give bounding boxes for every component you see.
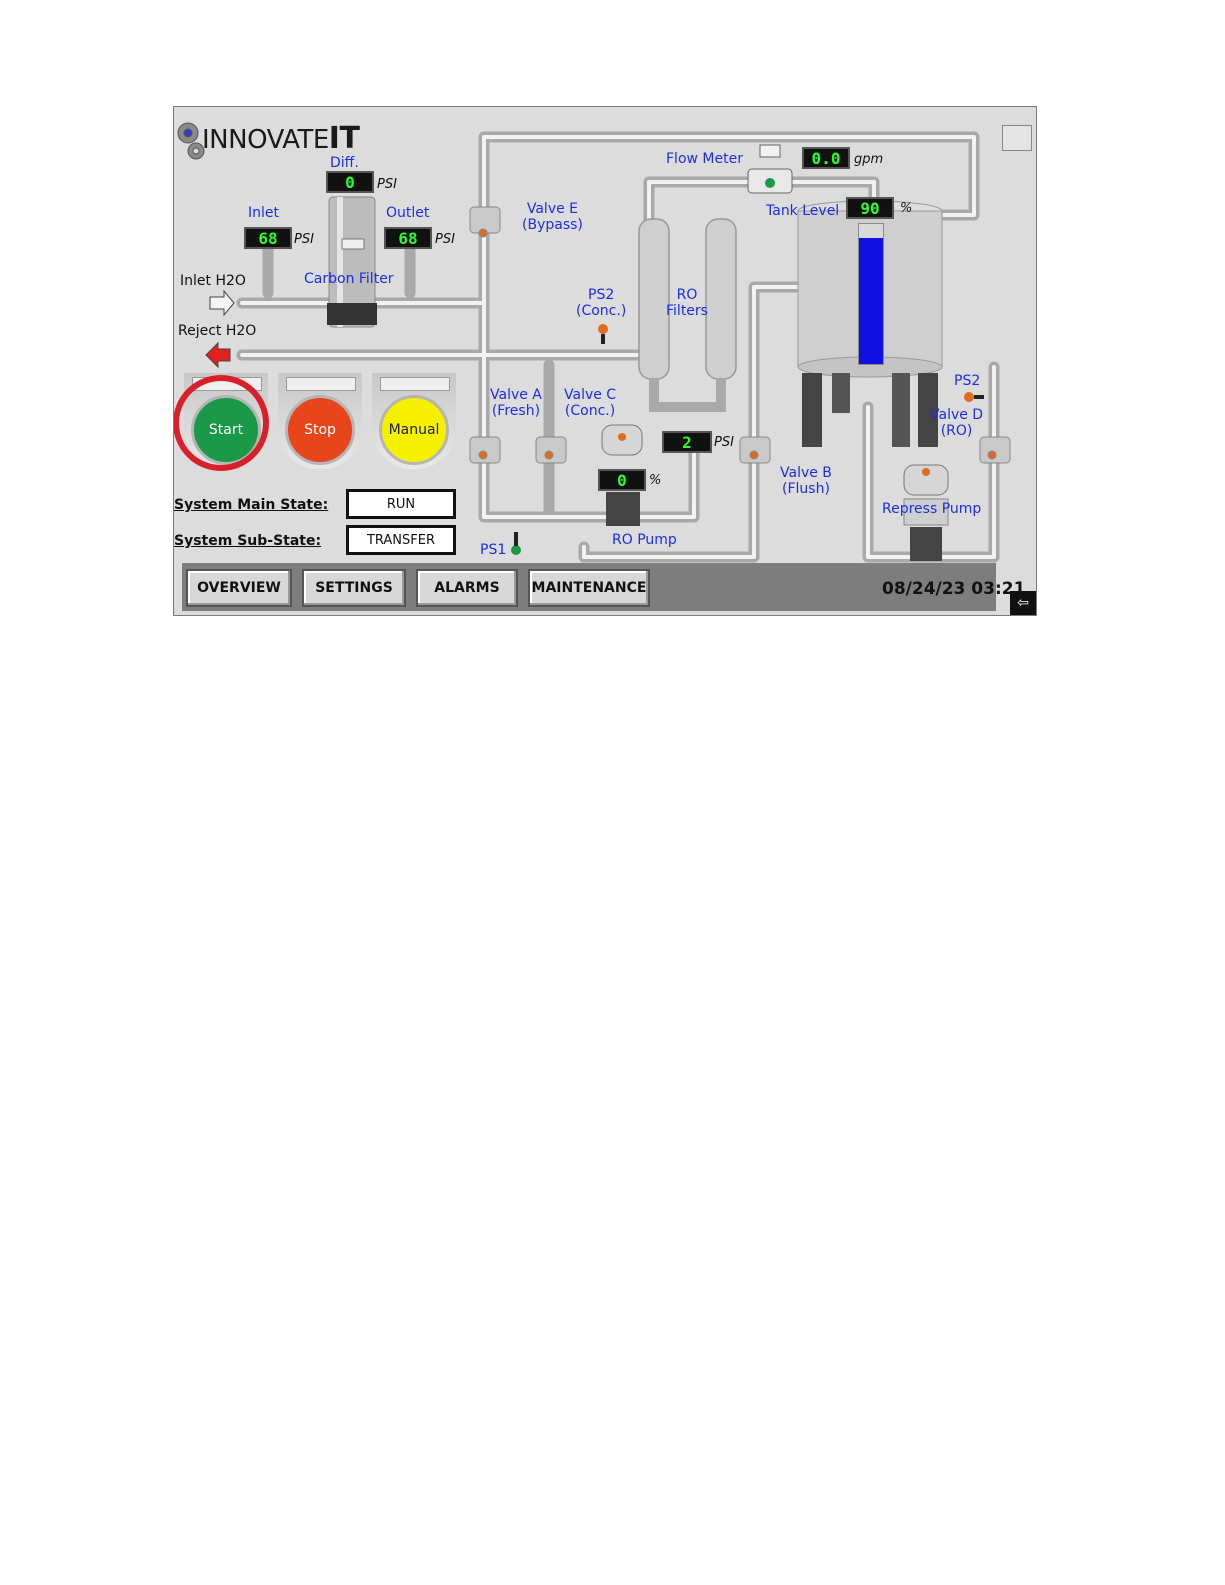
sub-state-value: TRANSFER	[346, 525, 456, 555]
main-state-value: RUN	[346, 489, 456, 519]
back-arrow-icon[interactable]: ⇦	[1010, 591, 1036, 615]
ro-filter-vessels	[638, 218, 737, 412]
main-state-label: System Main State:	[174, 497, 329, 513]
ps2-ro-sensor	[964, 392, 974, 402]
piping-diagram	[177, 122, 1011, 563]
ps1-label: PS1	[480, 542, 507, 558]
flow-meter-device	[747, 144, 793, 194]
tank-level-unit: %	[900, 201, 913, 216]
valve-e-body	[469, 206, 501, 238]
start-highlight-ring	[174, 375, 269, 471]
ps2-conc-label: PS2(Conc.)	[576, 287, 627, 319]
ps2-ro-label: PS2	[954, 373, 981, 389]
ro-pressure-display: 2	[662, 431, 712, 453]
bottom-nav-bar: OVERVIEW SETTINGS ALARMS MAINTENANCE	[182, 563, 996, 611]
window-control-box[interactable]	[1002, 125, 1032, 151]
diff-label: Diff.	[330, 155, 359, 171]
carbon-filter-label: Carbon Filter	[304, 271, 394, 287]
reject-arrow-icon	[205, 341, 231, 369]
reject-h2o-label: Reject H2O	[178, 323, 257, 339]
flow-meter-unit: gpm	[854, 152, 884, 167]
stop-button-housing: Stop	[278, 373, 362, 469]
ro-pressure-unit: PSI	[714, 435, 734, 450]
tank-level-fill	[859, 238, 883, 364]
tab-settings[interactable]: SETTINGS	[302, 569, 406, 607]
ro-pump-label: RO Pump	[612, 532, 677, 548]
valve-c-body	[535, 436, 567, 464]
inlet-display: 68	[244, 227, 292, 249]
carbon-filter-vessel	[327, 196, 377, 328]
valve-e-label: Valve E(Bypass)	[522, 201, 583, 233]
tab-alarms[interactable]: ALARMS	[416, 569, 518, 607]
tank-level-display: 90	[846, 197, 894, 219]
repress-pump-body	[903, 464, 949, 561]
hmi-screen: INNOVATEIT Diff. 0 PSI Inlet 68 PSI Outl…	[173, 106, 1037, 616]
outlet-display: 68	[384, 227, 432, 249]
sub-state-label: System Sub-State:	[174, 533, 322, 549]
stop-button[interactable]: Stop	[285, 395, 355, 465]
brand-logo-text: INNOVATE	[202, 125, 329, 155]
outlet-label: Outlet	[386, 205, 430, 221]
inlet-unit: PSI	[294, 232, 314, 247]
manual-button-housing: Manual	[372, 373, 456, 469]
diff-display: 0	[326, 171, 374, 193]
tank-level-label: Tank Level	[766, 203, 840, 219]
valve-b-body	[739, 436, 771, 464]
ro-pump-body	[601, 424, 643, 526]
valve-d-body	[979, 436, 1011, 464]
ro-pump-unit: %	[649, 473, 662, 488]
outlet-unit: PSI	[435, 232, 455, 247]
brand-logo: INNOVATEIT	[202, 121, 360, 156]
repress-pump-label: Repress Pump	[882, 501, 982, 517]
stop-indicator-lamp	[286, 377, 356, 391]
ps1-sensor	[511, 545, 521, 555]
gear-logo-icon	[177, 122, 205, 160]
ro-pump-display: 0	[598, 469, 646, 491]
ps2-conc-sensor	[598, 324, 608, 334]
valve-c-label: Valve C(Conc.)	[564, 387, 617, 419]
inlet-arrow-icon	[209, 289, 235, 317]
inlet-h2o-label: Inlet H2O	[180, 273, 246, 289]
datetime-display: 08/24/23 03:21	[882, 579, 1026, 599]
valve-a-body	[469, 436, 501, 464]
flow-meter-label: Flow Meter	[666, 151, 743, 167]
manual-indicator-lamp	[380, 377, 450, 391]
flow-meter-display: 0.0	[802, 147, 850, 169]
manual-button[interactable]: Manual	[379, 395, 449, 465]
valve-b-label: Valve B(Flush)	[780, 465, 832, 497]
inlet-label: Inlet	[248, 205, 279, 221]
diff-unit: PSI	[377, 177, 397, 192]
tank-level-gauge	[858, 223, 884, 365]
tab-overview[interactable]: OVERVIEW	[186, 569, 292, 607]
tab-maintenance[interactable]: MAINTENANCE	[528, 569, 650, 607]
valve-a-label: Valve A(Fresh)	[490, 387, 542, 419]
valve-d-label: Valve D(RO)	[930, 407, 984, 439]
brand-logo-text-bold: IT	[328, 121, 360, 156]
